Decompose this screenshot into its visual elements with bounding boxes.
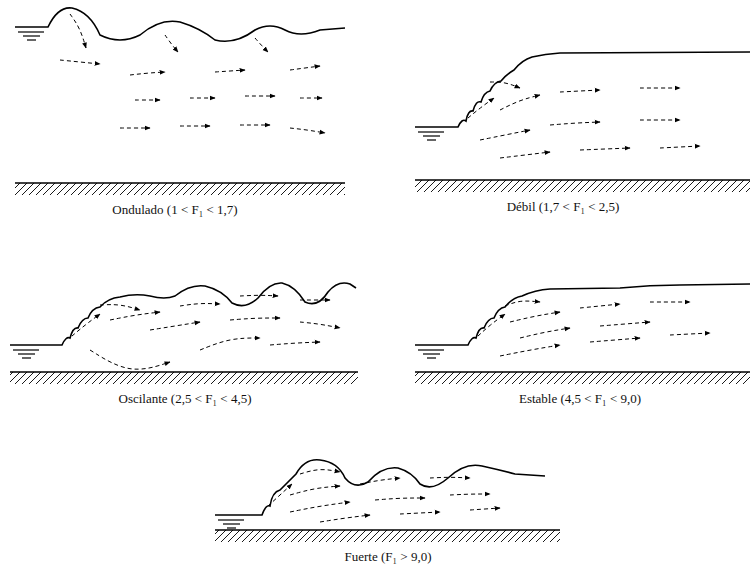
flow-arrow [190,98,215,99]
flow-arrow [200,338,260,350]
flow-arrow [500,345,560,356]
jump-caption: Ondulado (1 < F₁ < 1,7) [112,202,237,218]
flow-arrow [580,304,620,308]
flow-arrow [300,322,340,328]
flow-arrow [240,295,278,297]
flow-arrow [215,70,245,72]
flow-arrows [60,14,710,522]
flow-arrow [290,486,340,495]
flow-arrow [505,301,540,306]
flow-arrow [480,130,530,140]
flow-arrow [520,328,570,338]
flow-arrow [468,98,494,118]
flow-arrow [360,478,400,484]
flow-arrow [320,515,370,522]
flow-arrow [90,350,170,369]
flow-arrow [270,342,320,345]
flow-arrow [240,125,270,126]
flow-arrow [165,35,178,52]
flow-arrow [400,512,440,514]
flow-arrow [180,304,220,306]
flow-arrow [268,484,292,506]
flow-arrow [490,82,520,88]
water-surface [415,52,750,127]
water-surface [215,460,545,515]
flow-arrow [478,314,505,336]
channel-beds [10,180,750,542]
flow-arrow [670,333,710,335]
flow-arrow [72,314,100,336]
flow-arrow [150,322,200,330]
flow-arrow [100,305,140,310]
water-surface [15,8,345,41]
jump-caption: Débil (1,7 < F₁ < 2,5) [507,199,620,215]
flow-arrow [180,126,210,127]
flow-arrow [500,95,540,110]
flow-arrow [290,502,350,512]
flow-arrow [560,90,600,92]
jump-caption: Fuerte (F₁ > 9,0) [345,549,432,565]
flow-arrow [110,312,160,320]
water-level-symbols [13,32,444,528]
flow-arrow [300,470,340,474]
water-surfaces [10,8,750,515]
flow-arrow [430,477,470,479]
flow-arrow [255,38,268,52]
flow-arrow [660,146,700,148]
flow-arrow [550,122,600,125]
flow-arrow [300,300,330,301]
jump-caption: Oscilante (2,5 < F₁ < 4,5) [119,391,252,407]
flow-arrow [120,128,150,129]
flow-arrow [130,72,165,75]
flow-arrow [245,96,275,97]
flow-arrow [470,508,500,510]
flow-arrow [590,338,640,342]
flow-arrow [230,318,280,320]
flow-arrow [510,312,560,322]
flow-arrow [450,494,490,495]
flow-arrow [290,66,320,70]
flow-arrow [375,498,425,500]
jump-caption: Estable (4,5 < F₁ < 9,0) [519,391,641,407]
flow-arrow [600,322,650,326]
flow-arrow [70,14,86,48]
flow-arrow [60,60,100,64]
flow-arrow [500,152,550,158]
flow-arrow [640,88,680,89]
water-surface [10,283,356,345]
flow-arrow [290,128,325,133]
flow-arrow [300,98,322,99]
flow-arrow [135,100,160,101]
flow-arrow [650,302,690,303]
flow-arrow [640,120,680,121]
flow-arrow [580,148,630,150]
water-surface [415,284,750,345]
